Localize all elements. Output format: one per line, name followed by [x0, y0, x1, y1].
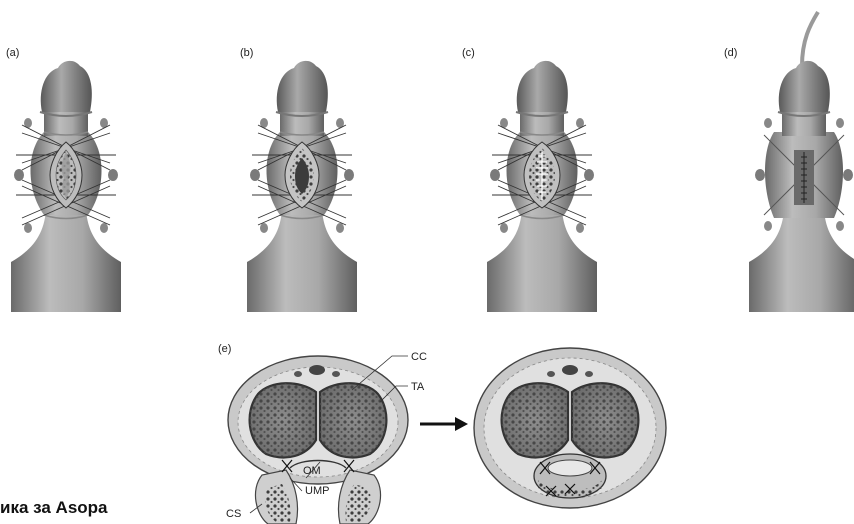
label-cs: CS [226, 508, 241, 520]
panel-c: (c) [462, 47, 597, 312]
transition-arrow [420, 417, 468, 431]
label-ta: TA [411, 381, 425, 393]
panel-b-label: (b) [240, 47, 253, 59]
panel-b: (b) [240, 47, 357, 312]
organ-d [749, 12, 854, 312]
panel-e: (e) [218, 343, 666, 524]
panel-a-label: (a) [6, 47, 19, 59]
panel-d: (d) [724, 12, 854, 312]
organ-c [487, 61, 597, 312]
panel-e-label: (e) [218, 343, 231, 355]
panel-a: (a) [6, 47, 121, 312]
caption-text: ика за Asopa [0, 498, 108, 518]
label-cc: CC [411, 351, 427, 363]
label-ump: UMP [305, 485, 329, 497]
organ-a [11, 61, 121, 312]
cross-section-before: CC TA OM UMP CS [226, 351, 427, 524]
cross-section-after [474, 348, 666, 508]
panel-c-label: (c) [462, 47, 475, 59]
panel-d-label: (d) [724, 47, 737, 59]
catheter [802, 12, 818, 66]
organ-b [247, 61, 357, 312]
label-om: OM [303, 465, 321, 477]
